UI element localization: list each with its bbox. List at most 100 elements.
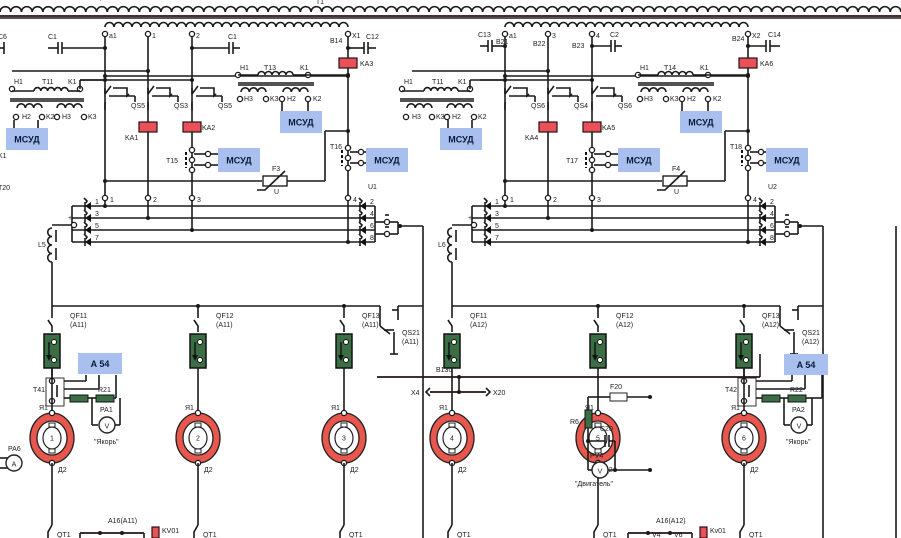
thyristor-label: 8 [770,235,774,242]
transformer-label: T11 [42,79,54,86]
block-label: A16(A12) [656,518,686,525]
junction-dot [346,46,350,50]
terminal-label: H1 [640,65,649,72]
terminal-label: K2 [46,114,55,121]
capacitor-label: C1 [48,34,57,41]
meter-caption: "Двигатель" [575,481,614,488]
tap-label: a1 [109,33,117,40]
rectifier-label: U2 [768,184,777,191]
rectifier-input-terminal [588,194,596,202]
breaker-contact [343,357,349,363]
transformer-secondary [56,103,83,109]
switch-label: (A11) [402,339,419,346]
terminal-label: K2 [713,96,722,103]
terminal-label: 2 [153,197,157,204]
circuit-breaker-icon [589,319,607,369]
relay-label: KA2 [202,125,215,132]
sensor-terminal [744,164,752,172]
wire [113,87,130,98]
capacitor-label: C1 [228,34,237,41]
capacitor-label: C6 [0,34,7,41]
junction-dot [146,69,150,73]
switch-label: (A12) [802,339,819,346]
transformer-winding [33,86,69,92]
msud-block [366,148,408,172]
breaker-arrow-head [446,355,452,361]
minus-terminal [783,230,791,238]
resistor-icon [69,394,89,403]
motor-terminal-label: Д2 [350,467,359,474]
thyristor-gate [483,221,488,228]
relay-label: KA3 [360,61,373,68]
thyristor-icon [483,209,491,222]
breaker-arrow-head [592,355,598,361]
sensor-terminal [188,166,196,174]
qt-label: QT1 [457,532,471,538]
transformer-secondary [406,103,433,109]
bus-label: B14 [330,38,343,45]
thyristor-gate [358,197,363,204]
circuit-breaker-icon [335,319,353,369]
thyristor-label: 8 [370,235,374,242]
breaker-lever [339,319,345,332]
motor-brush [48,422,56,428]
relay-label: KA1 [125,135,138,142]
thyristor-body [485,226,491,234]
thyristor-label: 6 [370,223,374,230]
thyristor-body [360,214,366,222]
terminal-label: K2 [313,96,322,103]
thyristor-label: 3 [495,211,499,218]
thyristor-gate [758,233,763,240]
breaker-contact [451,339,457,345]
motor-brush [194,422,202,428]
sensor-terminal [188,146,196,154]
sensor-label: T18 [730,144,742,151]
tap-terminal [544,30,552,38]
junction-dot [503,44,507,48]
tap-terminal [344,30,352,38]
motor-terminal-top [594,409,602,417]
motor-number: 5 [596,436,600,443]
motor-number: 4 [450,436,454,443]
breaker-body [189,333,207,369]
motor-terminal-label: Я1 [331,405,340,412]
motor-terminal-top [740,409,748,417]
fuse-icon [609,392,628,402]
junction-dot [503,74,507,78]
breaker-label: (A11) [362,322,379,329]
relay-label: KA6 [760,61,773,68]
junction-dot [190,78,194,82]
thyristor-icon [758,233,766,246]
meter-symbol: A [12,462,17,469]
circuit-breaker-icon [443,319,461,369]
sensor-terminal [344,144,352,152]
wire [191,85,199,95]
terminal-label: K3 [670,96,679,103]
rectifier-label: U1 [368,184,377,191]
resistor-label: R22 [790,387,803,394]
motor-terminal-label: Я1 [731,405,740,412]
wire [447,524,453,538]
wire [739,524,745,538]
breaker-lever [193,319,199,332]
relay-coil-icon [338,57,358,69]
thyristor-body [485,238,491,246]
sensor-terminal [588,146,596,154]
sensor-terminal [744,144,752,152]
thyristor-icon [483,197,491,210]
junction-dot [746,73,750,77]
thyristor-gate [358,221,363,228]
terminal [204,161,212,169]
transformer-terminal [443,113,451,121]
capacitor-label: C12 [366,34,379,41]
junction-dot [346,129,350,133]
motor-terminal-label: Я1 [39,405,48,412]
resistor-icon [584,409,593,429]
ammeter-icon [5,454,23,472]
thyristor-body [85,226,91,234]
rectifier-input-terminal [188,194,196,202]
motor-brush [740,422,748,428]
minus-terminal [383,218,391,226]
thyristor-label: 5 [495,223,499,230]
